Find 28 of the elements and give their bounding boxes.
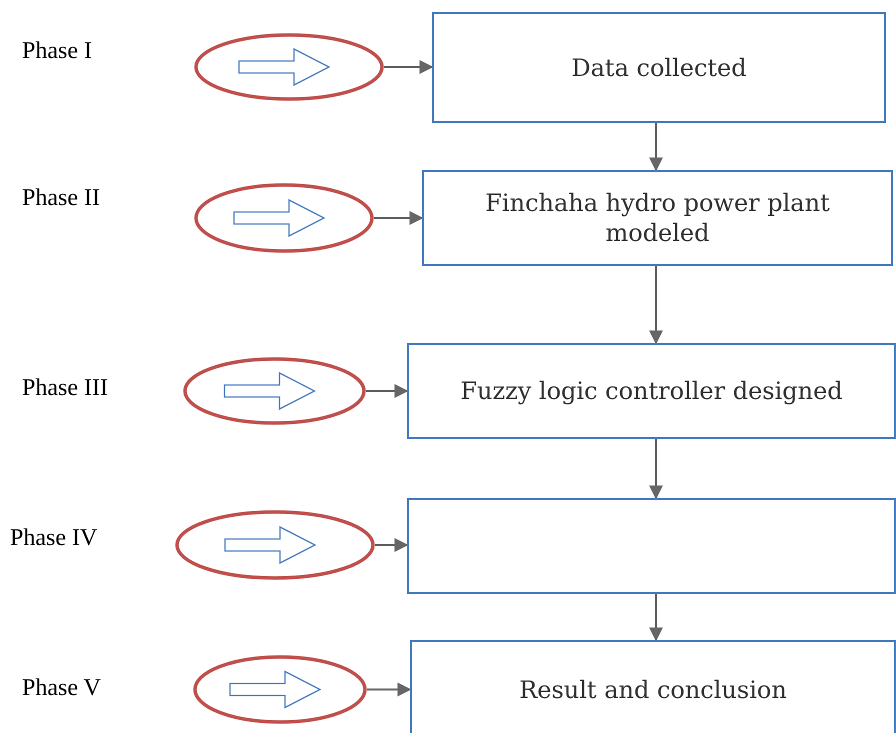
step-text: Fuzzy logic controller designed xyxy=(459,376,844,406)
arrow xyxy=(649,594,663,642)
phase-label: Phase III xyxy=(22,375,108,402)
arrow xyxy=(384,60,434,74)
phase-label: Phase I xyxy=(22,38,92,65)
step-text: Finchaha hydro power plant modeled xyxy=(484,188,831,248)
arrow xyxy=(649,266,663,344)
process-box xyxy=(432,12,886,123)
phase-label: Phase V xyxy=(22,675,101,702)
step-text: Data collected xyxy=(570,52,748,82)
step-text: Result and conclusion xyxy=(518,675,788,705)
phase-label: Phase IV xyxy=(10,525,98,552)
arrow xyxy=(367,682,412,696)
ellipse-node xyxy=(193,655,367,724)
ellipse-node xyxy=(183,357,366,425)
ellipse-node xyxy=(194,33,384,101)
process-box xyxy=(407,498,896,594)
arrow xyxy=(375,538,408,552)
process-box xyxy=(422,170,893,266)
arrow xyxy=(649,123,663,172)
ellipse-node xyxy=(175,510,375,580)
phase-label: Phase II xyxy=(22,185,100,212)
ellipse-node xyxy=(194,183,374,253)
process-box xyxy=(407,343,896,439)
arrow xyxy=(649,439,663,500)
arrow xyxy=(374,211,424,225)
process-box xyxy=(410,640,896,733)
arrow xyxy=(366,384,408,398)
